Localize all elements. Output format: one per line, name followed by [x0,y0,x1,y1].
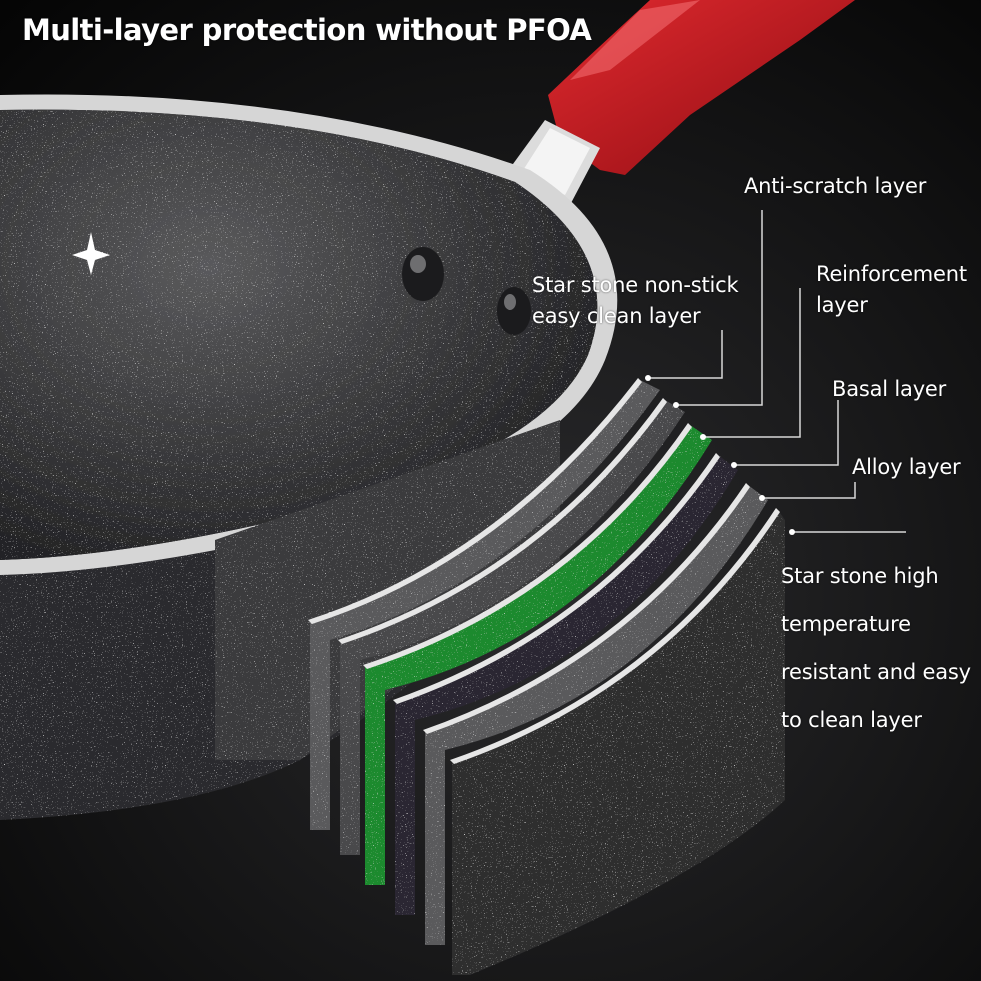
label-star-stone-nonstick: Star stone non-stick easy clean layer [532,270,739,332]
layer-anti-scratch [310,380,660,830]
layer-basal-green [365,425,712,885]
label-line: Star stone non-stick [532,273,739,297]
rivet-icon [402,247,444,301]
label-alloy: Alloy layer [852,452,961,483]
leader-lines [648,210,906,533]
label-line: resistant and easy [781,660,971,684]
label-line: temperature [781,612,911,636]
layer-high-temp-1 [425,485,768,945]
label-line: Reinforcement [816,262,967,286]
rivet-icon [497,287,531,335]
label-line: Anti-scratch layer [744,174,927,198]
label-line: layer [816,293,868,317]
layer-reinforcement [340,400,685,855]
layer-high-temp-2 [452,510,785,975]
label-line: Basal layer [832,377,947,401]
label-high-temp: Star stone high temperature resistant an… [781,552,971,744]
pan-interior [0,109,598,561]
handle-highlight [570,0,700,80]
sparkle-icon [72,232,110,275]
label-line: to clean layer [781,708,922,732]
label-line: Alloy layer [852,455,961,479]
layer-alloy [395,455,738,915]
label-anti-scratch: Anti-scratch layer [744,171,926,202]
label-basal: Basal layer [832,374,946,405]
label-line: Star stone high [781,564,939,588]
page-title: Multi-layer protection without PFOA [22,13,592,47]
label-reinforcement: Reinforcement layer [816,259,967,321]
label-line: easy clean layer [532,304,701,328]
